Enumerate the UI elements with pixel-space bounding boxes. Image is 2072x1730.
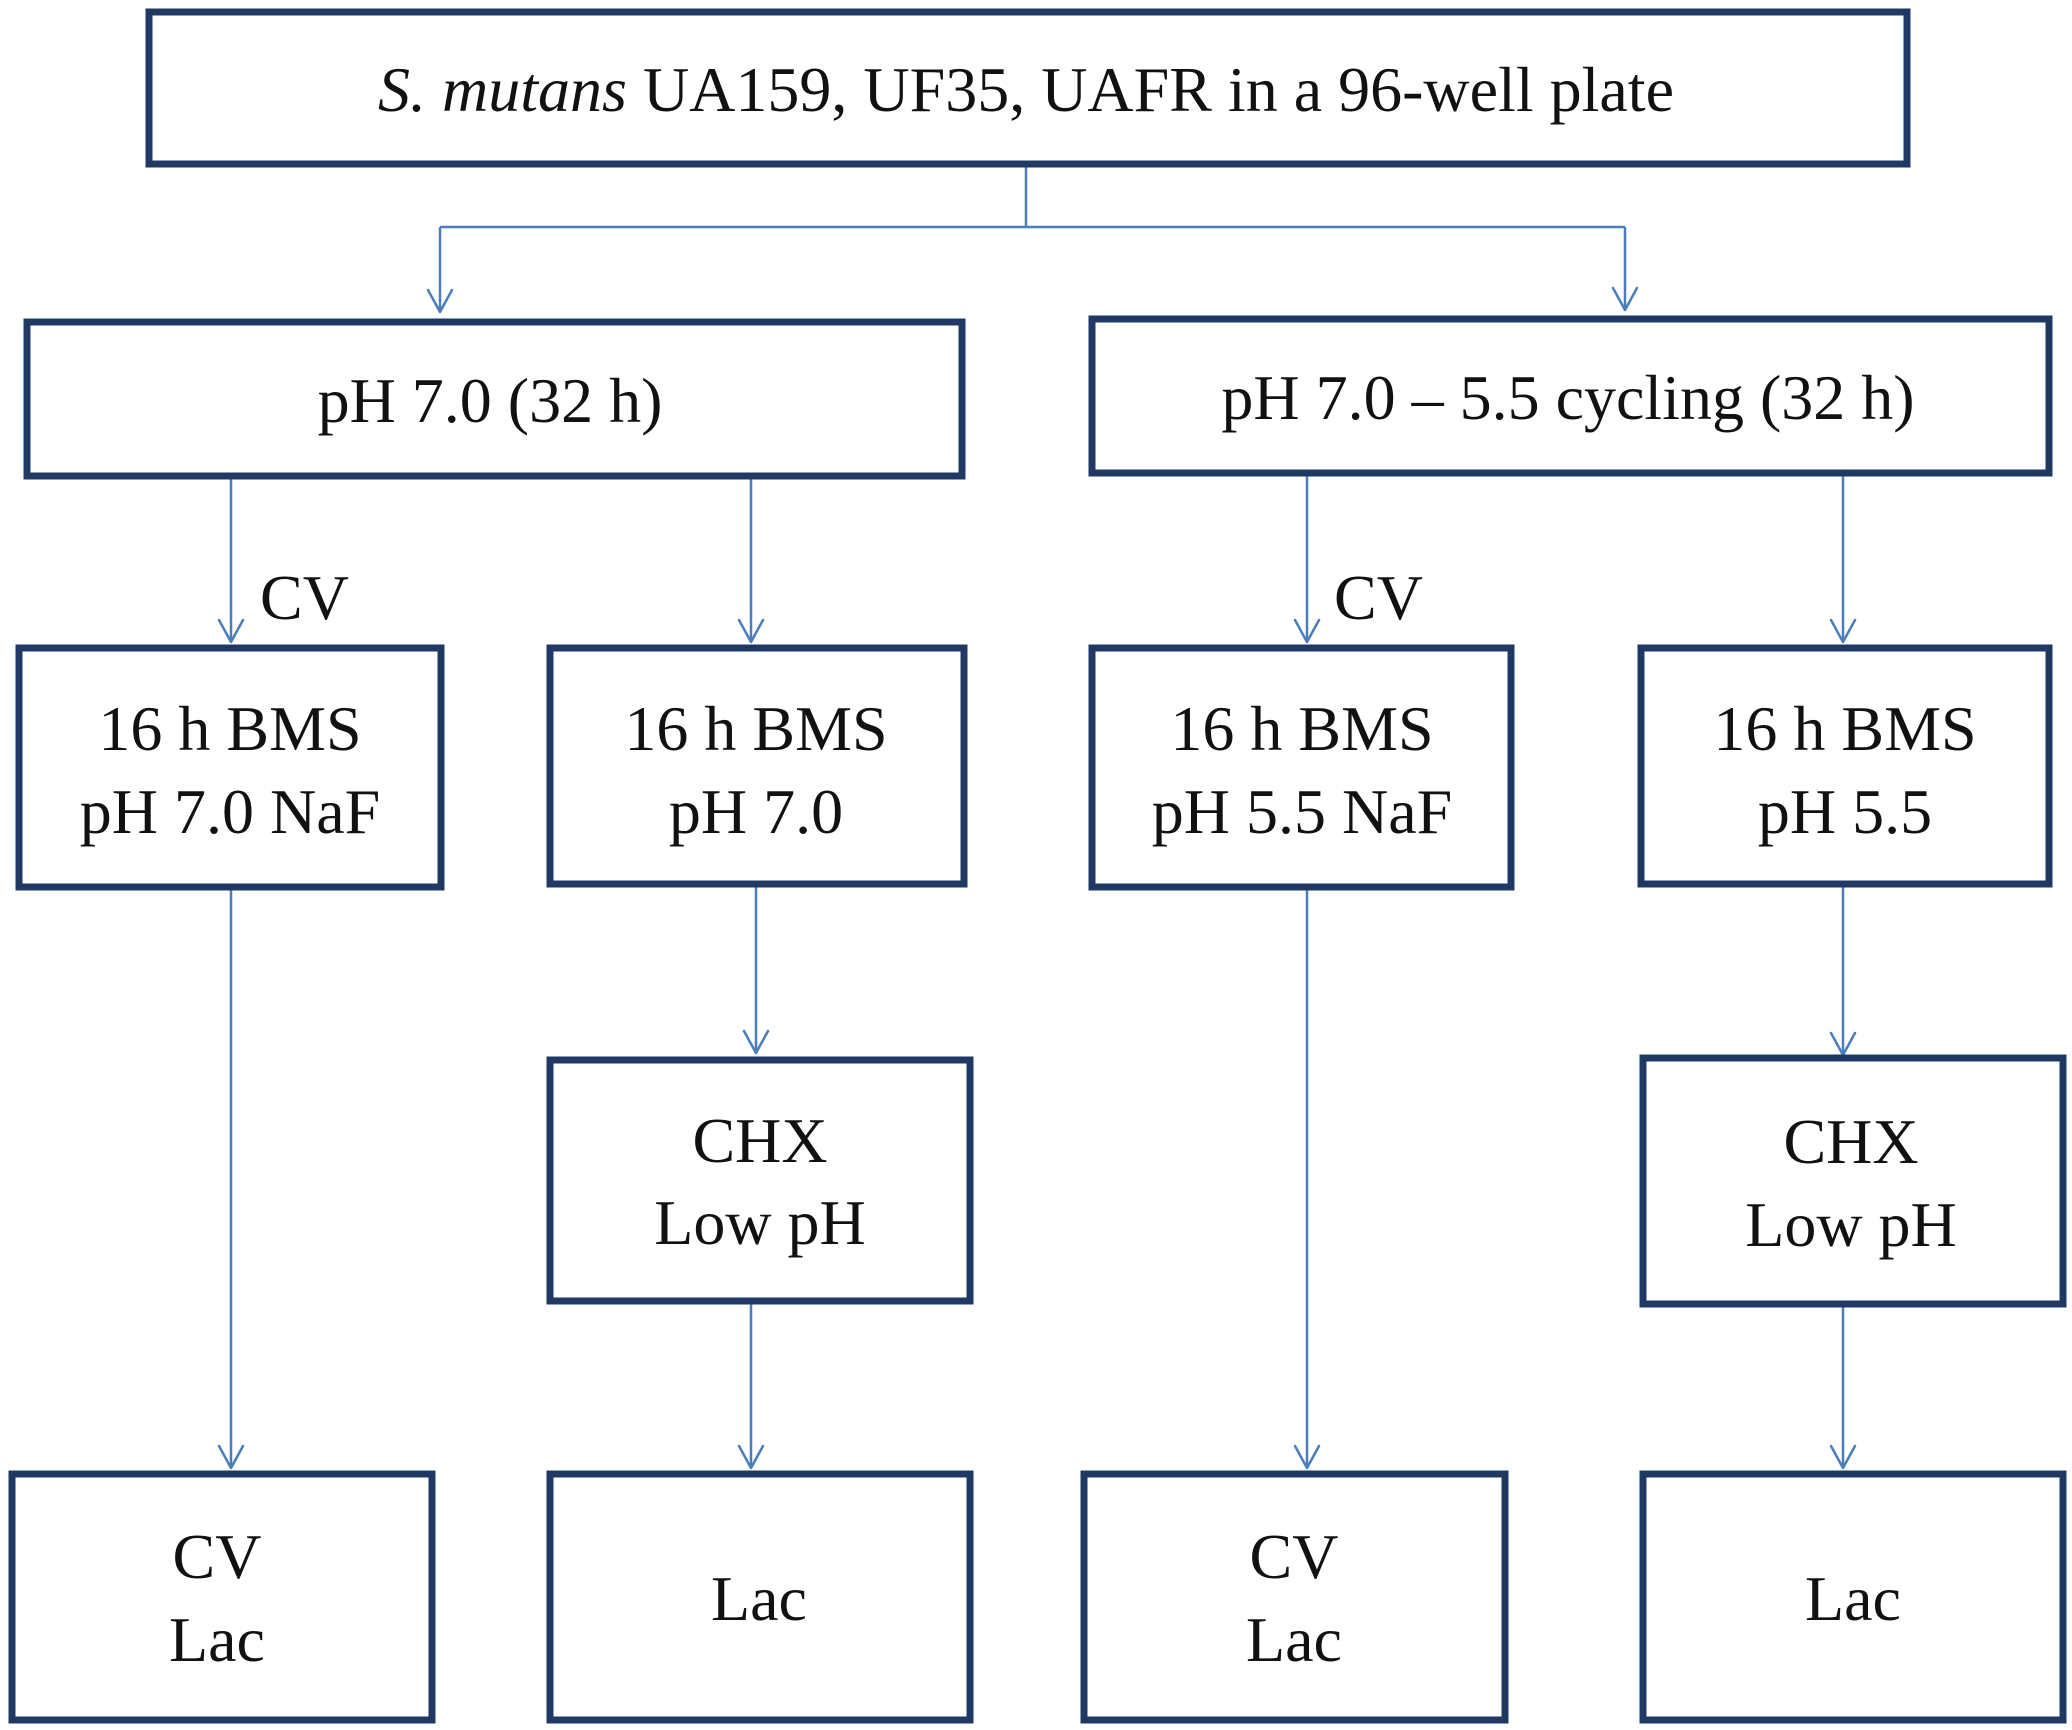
- outcome-box-4: [1639, 1470, 2067, 1724]
- treatment-1-line2: pH 7.0 NaF: [80, 776, 380, 847]
- condition-box-right: [1088, 315, 2053, 477]
- condition-left-text: pH 7.0 (32 h): [318, 365, 663, 436]
- challenge-2-line1: CHX: [1783, 1106, 1918, 1177]
- arrowhead-treatment-1: [217, 618, 245, 644]
- arrowhead-right-condition: [1611, 286, 1639, 312]
- treatment-3-line1: 16 h BMS: [1170, 693, 1433, 764]
- treatment-node-3: 16 h BMS pH 5.5 NaF: [1088, 644, 1515, 891]
- treatment-1-line1: 16 h BMS: [98, 693, 361, 764]
- treatment-3-line2: pH 5.5 NaF: [1152, 776, 1452, 847]
- outcome-3-line2: Lac: [1246, 1604, 1342, 1675]
- outcome-box-2: [546, 1470, 974, 1724]
- treatment-box-4: [1637, 644, 2053, 888]
- challenge-box-2: [1639, 1054, 2067, 1308]
- treatment-box-1: [15, 644, 445, 891]
- condition-right-text: pH 7.0 – 5.5 cycling (32 h): [1221, 362, 1914, 433]
- arrowhead-treatment-2: [737, 618, 765, 644]
- arrowhead-treatment-4: [1829, 618, 1857, 644]
- treatment-4-line2: pH 5.5: [1758, 776, 1932, 847]
- outcome-2-line1: Lac: [711, 1563, 807, 1634]
- arrowhead-treatment-3: [1293, 618, 1321, 644]
- condition-node-left: pH 7.0 (32 h): [23, 318, 966, 480]
- edge-label-left-cv: CV: [260, 562, 349, 633]
- title-node: S. mutans UA159, UF35, UAFR in a 96-well…: [145, 8, 1911, 168]
- arrowhead-outcome-3: [1293, 1444, 1321, 1470]
- connectors: [217, 164, 1857, 1470]
- treatment-node-4: 16 h BMS pH 5.5: [1637, 644, 2053, 888]
- condition-box-left: [23, 318, 966, 480]
- challenge-node-1: CHX Low pH: [546, 1056, 974, 1305]
- outcome-box-3: [1080, 1470, 1509, 1724]
- arrowhead-outcome-1: [217, 1444, 245, 1470]
- treatment-4-line1: 16 h BMS: [1713, 693, 1976, 764]
- outcome-node-4: Lac: [1639, 1470, 2067, 1724]
- title-box: [145, 8, 1911, 168]
- title-strains: UA159, UF35, UAFR in a 96-well plate: [627, 54, 1674, 125]
- title-species-italic: S. mutans: [378, 54, 627, 125]
- treatment-2-line1: 16 h BMS: [624, 693, 887, 764]
- outcome-node-1: CV Lac: [8, 1470, 436, 1724]
- outcome-4-line1: Lac: [1805, 1563, 1901, 1634]
- condition-node-right: pH 7.0 – 5.5 cycling (32 h): [1088, 315, 2053, 477]
- arrowhead-outcome-2: [737, 1444, 765, 1470]
- arrowhead-outcome-4: [1829, 1444, 1857, 1470]
- edge-label-right-cv: CV: [1334, 562, 1423, 633]
- challenge-1-line2: Low pH: [654, 1187, 866, 1258]
- outcome-box-1: [8, 1470, 436, 1724]
- outcome-1-line1: CV: [173, 1521, 262, 1592]
- challenge-box-1: [546, 1056, 974, 1305]
- arrowhead-challenge-1: [742, 1029, 770, 1055]
- outcome-node-2: Lac: [546, 1470, 974, 1724]
- outcome-3-line1: CV: [1250, 1521, 1339, 1592]
- challenge-node-2: CHX Low pH: [1639, 1054, 2067, 1308]
- treatment-box-2: [546, 644, 968, 888]
- arrowhead-left-condition: [426, 288, 454, 314]
- treatment-node-1: 16 h BMS pH 7.0 NaF: [15, 644, 445, 891]
- challenge-2-line2: Low pH: [1745, 1189, 1957, 1260]
- outcome-1-line2: Lac: [169, 1604, 265, 1675]
- outcome-node-3: CV Lac: [1080, 1470, 1509, 1724]
- treatment-node-2: 16 h BMS pH 7.0: [546, 644, 968, 888]
- title-text: S. mutans UA159, UF35, UAFR in a 96-well…: [378, 54, 1674, 125]
- challenge-1-line1: CHX: [692, 1105, 827, 1176]
- treatment-box-3: [1088, 644, 1515, 891]
- treatment-2-line2: pH 7.0: [669, 776, 843, 847]
